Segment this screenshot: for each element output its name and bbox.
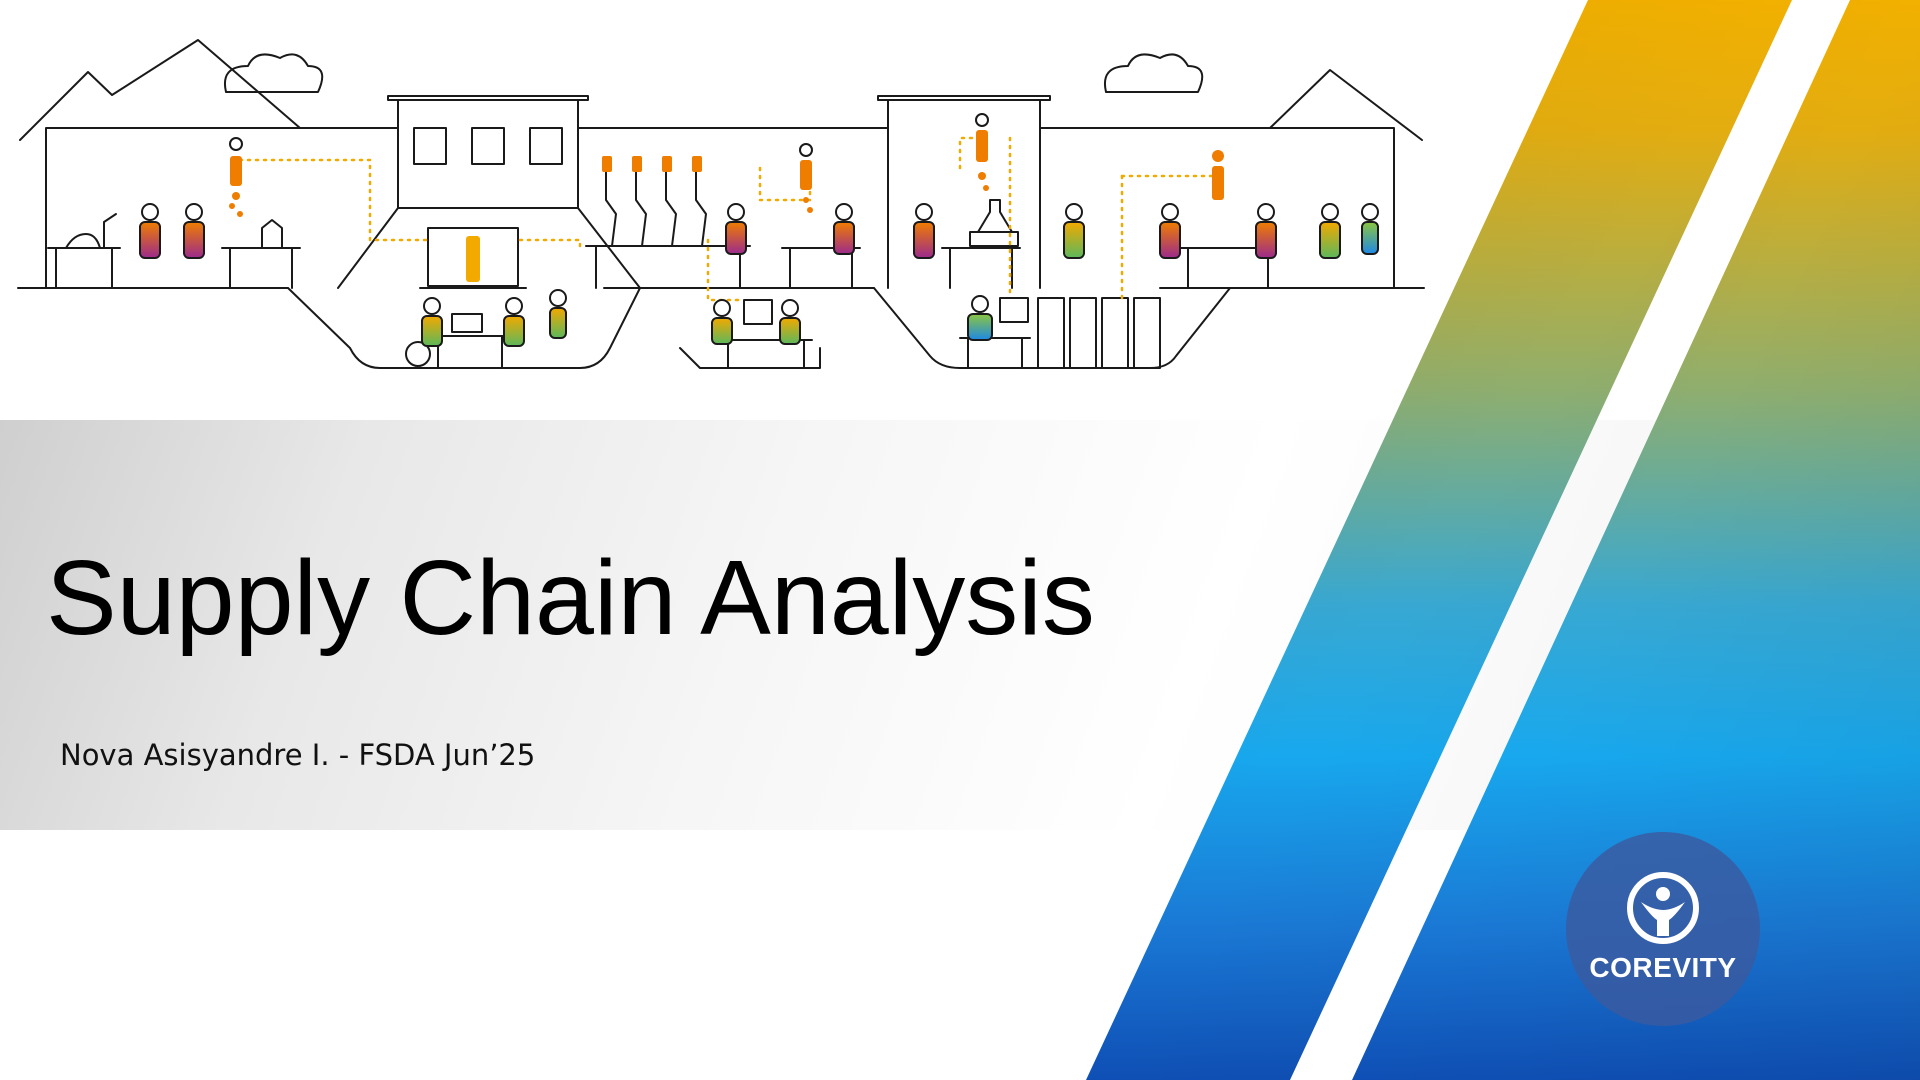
corevity-logo: COREVITY: [1566, 832, 1760, 1026]
corevity-person-icon: [1627, 872, 1699, 944]
slide-subtitle: Nova Asisyandre I. - FSDA Jun’25: [60, 738, 536, 772]
logo-wordmark: COREVITY: [1589, 952, 1737, 983]
left-stripe-shade: [1086, 0, 1792, 1080]
slide-title: Supply Chain Analysis: [46, 539, 1095, 657]
right-stripe-shade: [1352, 0, 1920, 1080]
lab-building-illustration: [17, 39, 1425, 369]
